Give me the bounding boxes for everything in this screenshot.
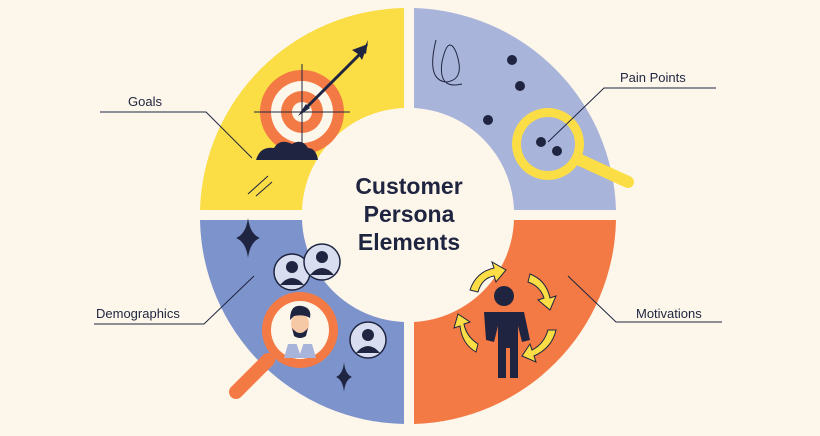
dot <box>515 81 525 91</box>
center-title-line-1: Customer <box>355 173 462 199</box>
demographics-label: Demographics <box>96 306 180 321</box>
center-title-line-3: Elements <box>358 229 460 255</box>
cloud-icon <box>256 141 318 160</box>
goals-label: Goals <box>128 94 162 109</box>
magnifier-icon <box>512 108 634 188</box>
center-title-line-2: Persona <box>364 201 455 227</box>
cycle-arrows-icon <box>453 260 557 363</box>
people-magnifier-icon <box>229 292 338 399</box>
person-icon <box>484 286 530 378</box>
goals-accent-line <box>255 181 273 197</box>
person-avatar-icon <box>349 321 387 359</box>
dot <box>483 115 493 125</box>
dot <box>507 55 517 65</box>
pain-points-label: Pain Points <box>620 70 686 85</box>
person-avatar-icon <box>303 243 341 281</box>
pain-points-leader-line <box>547 87 716 143</box>
target-icon <box>254 40 368 160</box>
sparkle-icon <box>336 362 352 392</box>
sparkle-icon <box>236 218 260 258</box>
scribble-icon <box>432 39 463 86</box>
motivations-label: Motivations <box>636 306 702 321</box>
person-avatar-icon <box>273 253 311 291</box>
motivations-leader-line <box>567 275 722 323</box>
goals-leader-line <box>100 111 253 159</box>
demographics-leader-line <box>94 275 255 325</box>
goals-accent-line <box>247 175 269 195</box>
